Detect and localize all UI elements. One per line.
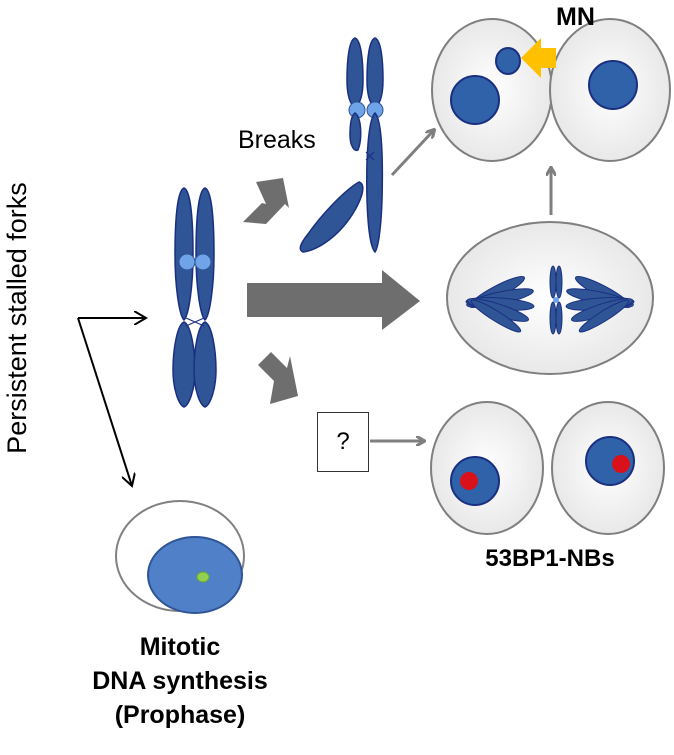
mn-label: MN: [556, 3, 595, 31]
central-chromosome: [172, 187, 217, 408]
broken-chromosome: [299, 37, 384, 254]
mn-cells: [431, 18, 671, 162]
mitotic-dna-synthesis-label: Mitotic DNA synthesis (Prophase): [60, 630, 300, 732]
main-nucleus: [450, 75, 500, 125]
mitotic-line-2: DNA synthesis: [92, 667, 268, 695]
nbs-label: 53BP1-NBs: [485, 545, 615, 572]
arrow-breaks-to-mn: [390, 130, 434, 177]
question-box: ?: [317, 412, 369, 472]
persistent-stalled-forks-label: Persistent stalled forks: [2, 182, 32, 454]
nb-focus: [612, 455, 630, 473]
nb-focus: [460, 472, 478, 490]
breaks-label: Breaks: [238, 126, 316, 154]
anaphase-cell: [446, 221, 654, 375]
prophase-cell: [115, 500, 245, 614]
daughter-nucleus: [588, 60, 638, 110]
mn-pointer-arrow: [521, 38, 556, 78]
nb-cells: [430, 401, 665, 535]
micronucleus: [495, 47, 521, 75]
mitotic-line-1: Mitotic: [139, 633, 221, 661]
synthesis-focus: [196, 571, 210, 583]
mitotic-line-3: (Prophase): [114, 701, 246, 729]
thin-arrows: [370, 130, 551, 441]
branch-arrow-to-prophase: [77, 317, 132, 486]
big-arrows: [243, 178, 420, 404]
branch-arrows: [77, 317, 146, 486]
